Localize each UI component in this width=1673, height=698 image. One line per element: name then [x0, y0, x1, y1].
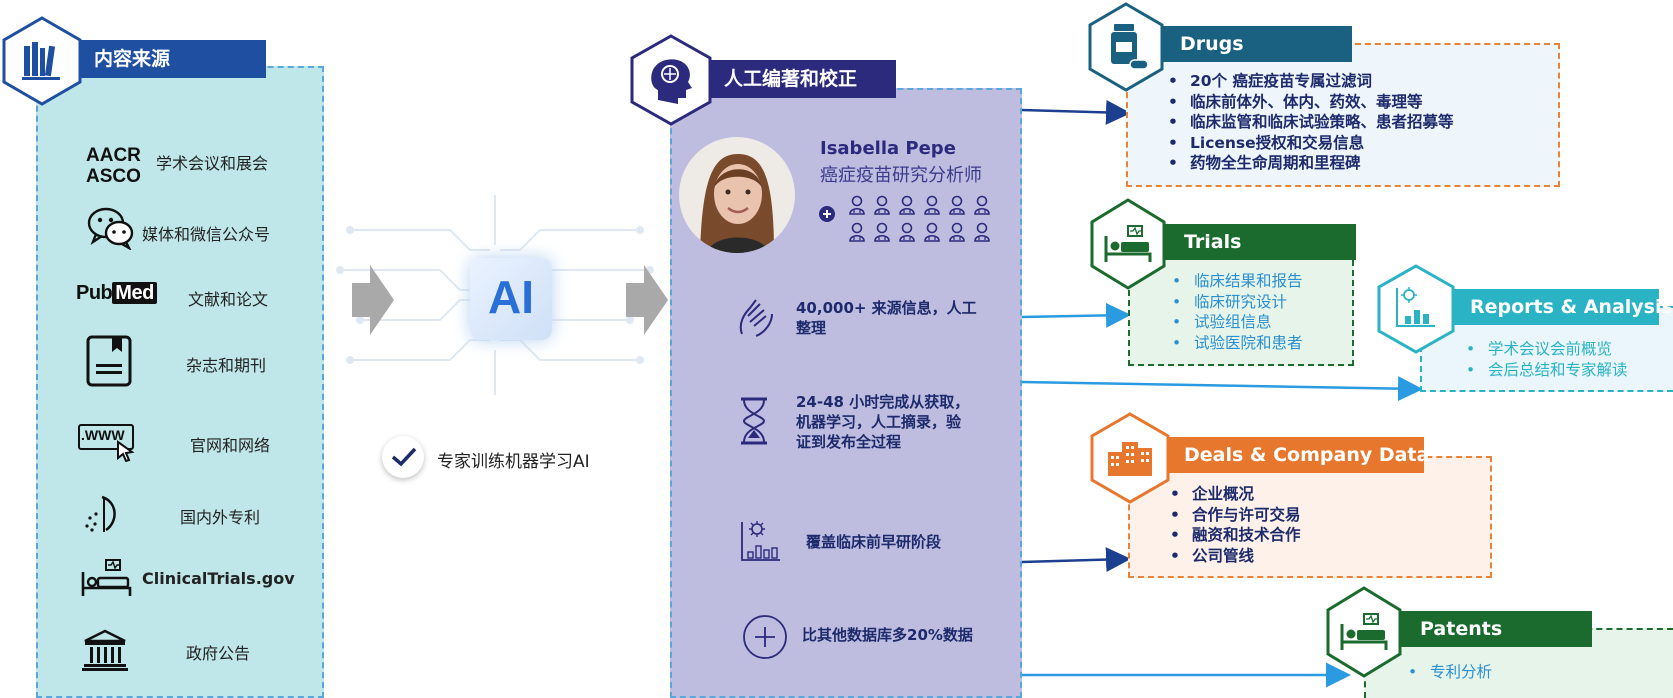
list-item: 药物全生命周期和里程碑	[1168, 153, 1454, 174]
pubmed-med-badge: Med	[112, 282, 157, 304]
analyst-role: 癌症疫苗研究分析师	[820, 165, 982, 186]
ai-chip	[470, 258, 552, 340]
source-label-literature: 文献和论文	[188, 290, 269, 309]
plus-circle-icon	[743, 615, 787, 659]
drugs-title: Drugs	[1160, 26, 1352, 62]
government-building-icon	[82, 629, 128, 671]
source-label-journals: 杂志和期刊	[186, 356, 267, 375]
reports-title: Reports & Analysis	[1452, 289, 1673, 325]
list-item: 企业概况	[1170, 484, 1301, 505]
list-item: 临床前体外、体内、药效、毒理等	[1168, 92, 1454, 113]
analyst-avatar	[679, 137, 795, 253]
list-item: 试验医院和患者	[1172, 333, 1303, 354]
arrow-to-trials	[1021, 302, 1131, 328]
feature-sources: 40,000+ 来源信息，人工 整理	[796, 299, 977, 337]
plus-small-icon	[819, 206, 835, 222]
source-label-media: 媒体和微信公众号	[142, 225, 271, 244]
feature-preclinical: 覆盖临床前早研阶段	[806, 533, 942, 551]
hospital-bed-icon	[1090, 198, 1166, 290]
buildings-icon	[1090, 412, 1170, 504]
hands-icon	[739, 299, 773, 337]
arrow-to-reports	[1021, 376, 1423, 402]
cursor-icon	[117, 440, 135, 462]
website-www-text: .WWW	[81, 427, 125, 443]
list-item: 会后总结和专家解读	[1466, 360, 1628, 381]
list-item: 20个 癌症疫苗专属过滤词	[1168, 71, 1454, 92]
feature-turnaround: 24-48 小时完成从获取， 机器学习，人工摘录，验 证到发布全过程	[796, 393, 970, 451]
list-item: 合作与许可交易	[1170, 505, 1301, 526]
list-item: 融资和技术合作	[1170, 525, 1301, 546]
website-window	[78, 424, 134, 450]
list-item: 试验组信息	[1172, 312, 1303, 333]
books-icon	[2, 16, 82, 106]
deals-title: Deals & Company Data	[1166, 437, 1429, 473]
analyst-name: Isabella Pepe	[820, 138, 956, 159]
trials-list: 临床结果和报告 临床研究设计 试验组信息 试验医院和患者	[1172, 271, 1303, 353]
hospital-bed-icon	[81, 559, 132, 596]
source-label-conferences: 学术会议和展会	[156, 154, 269, 173]
curation-title: 人工编著和校正	[706, 60, 896, 98]
source-label-patents: 国内外专利	[180, 508, 261, 527]
list-item: 学术会议会前概览	[1466, 339, 1628, 360]
pill-bottle-icon	[1088, 2, 1164, 92]
ai-chip-label: AI	[488, 271, 534, 323]
feature-more-data: 比其他数据库多20%数据	[802, 626, 973, 644]
journal-icon	[86, 335, 132, 387]
checkmark-badge	[382, 436, 424, 478]
ai-caption: 专家训练机器学习AI	[437, 452, 590, 472]
hourglass-icon	[741, 397, 767, 445]
list-item: 公司管线	[1170, 546, 1301, 567]
patents-title: Patents	[1400, 611, 1592, 647]
trials-title: Trials	[1164, 224, 1356, 260]
arrow-right-icon	[626, 265, 668, 335]
virus-chart-icon	[1377, 264, 1455, 354]
list-item: License授权和交易信息	[1168, 133, 1454, 154]
list-item: 临床研究设计	[1172, 292, 1303, 313]
aacr-asco-logo: AACR ASCO	[86, 145, 141, 187]
brain-head-icon	[630, 34, 712, 126]
patents-list: 专利分析	[1408, 662, 1492, 683]
arrow-to-deals	[1021, 547, 1131, 573]
reports-list: 学术会议会前概览 会后总结和专家解读	[1466, 339, 1628, 380]
list-item: 临床结果和报告	[1172, 271, 1303, 292]
website-icon: .WWW	[78, 424, 136, 462]
arrow-right-icon	[352, 265, 394, 335]
wechat-icon	[87, 207, 134, 250]
source-label-websites: 官网和网络	[190, 436, 271, 455]
arrow-to-drugs	[1021, 99, 1131, 125]
source-label-government: 政府公告	[186, 644, 251, 663]
list-item: 临床监管和临床试验策略、患者招募等	[1168, 112, 1454, 133]
checkmark-icon	[391, 447, 417, 467]
hospital-bed-icon	[1326, 586, 1402, 678]
drugs-list: 20个 癌症疫苗专属过滤词 临床前体外、体内、药效、毒理等 临床监管和临床试验策…	[1168, 71, 1454, 174]
sources-title: 内容来源	[78, 40, 266, 78]
source-label-clinicaltrials: ClinicalTrials.gov	[142, 569, 295, 588]
patent-icon	[85, 495, 116, 532]
deals-list: 企业概况 合作与许可交易 融资和技术合作 公司管线	[1170, 484, 1301, 566]
virus-chart-icon	[741, 521, 780, 561]
list-item: 专利分析	[1408, 662, 1492, 683]
